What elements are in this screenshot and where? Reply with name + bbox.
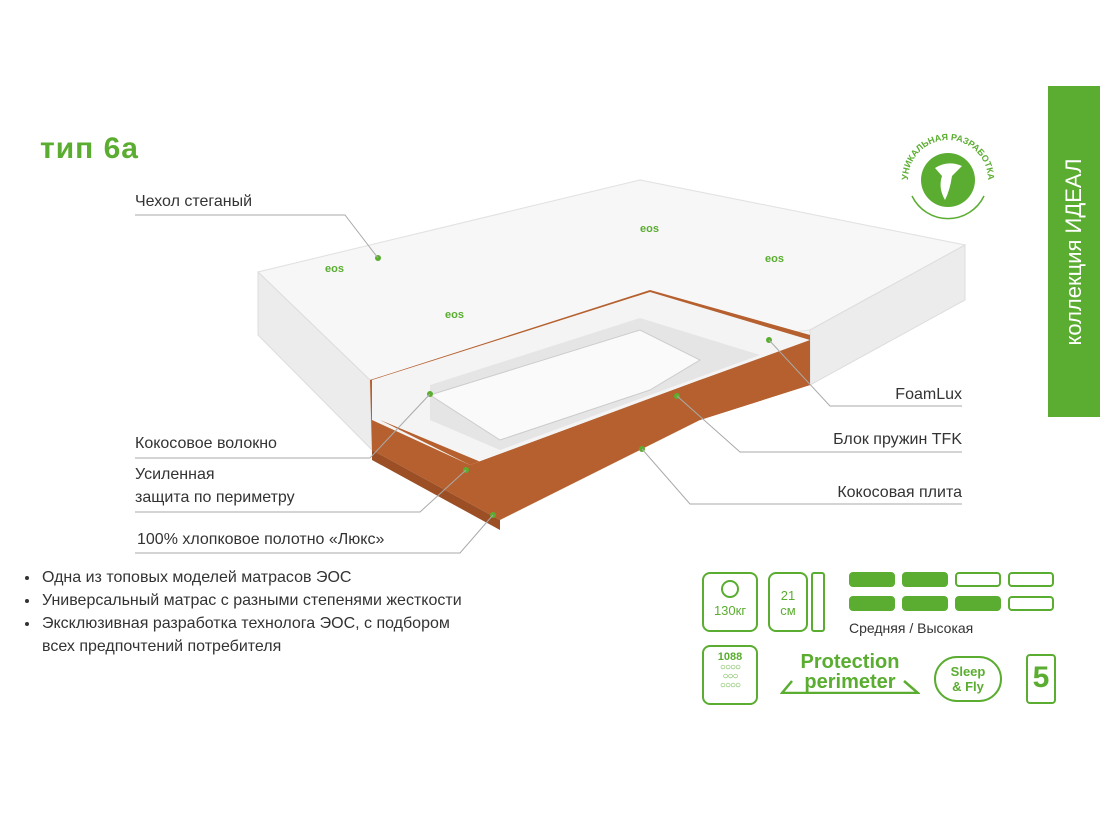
firmness-bar xyxy=(902,572,948,587)
svg-text:eos: eos xyxy=(445,309,464,321)
spring-count-spec: 1088 ○○○○○○○○○○○ xyxy=(702,645,758,705)
label-perimeter-2: защита по периметру xyxy=(135,489,295,506)
firmness-bar xyxy=(1008,596,1054,611)
unique-design-badge-icon: УНИКАЛЬНАЯ РАЗРАБОТКА xyxy=(900,132,996,220)
springs-icon: ○○○○○○○○○○○ xyxy=(719,662,741,691)
model-title: тип 6а xyxy=(40,132,139,165)
feature-list: Одна из топовых моделей матрасов ЭОС Уни… xyxy=(22,566,462,658)
firmness-bar xyxy=(955,596,1001,611)
ruler-icon xyxy=(811,572,825,632)
svg-text:eos: eos xyxy=(765,253,784,265)
warranty-badge: 5 xyxy=(1026,654,1056,704)
label-cotton: 100% хлопковое полотно «Люкс» xyxy=(137,531,385,548)
load-spec: 130кг xyxy=(702,572,758,632)
firmness-bar xyxy=(849,596,895,611)
firmness-bars xyxy=(849,572,1059,612)
sleep-fly-badge: Sleep& Fly xyxy=(934,656,1002,702)
label-springs: Блок пружин TFK xyxy=(833,431,962,448)
kettlebell-icon xyxy=(721,580,739,598)
list-item: Универсальный матрас с разными степенями… xyxy=(40,589,462,612)
firmness-bar xyxy=(902,596,948,611)
label-foam: FoamLux xyxy=(895,386,962,403)
firmness-bar xyxy=(1008,572,1054,587)
mattress-illustration: eos eos eos eos xyxy=(135,179,967,554)
label-coir-plate: Кокосовая плита xyxy=(837,484,962,501)
label-perimeter-1: Усиленная xyxy=(135,466,215,483)
firmness-bar xyxy=(849,572,895,587)
label-coir-fiber: Кокосовое волокно xyxy=(135,435,277,452)
list-item: всех предпочтений потребителя xyxy=(42,638,282,655)
list-item: Эксклюзивная разработка технолога ЭОС, с… xyxy=(40,612,462,635)
svg-text:eos: eos xyxy=(640,223,659,235)
collection-banner: коллекция ИДЕАЛ xyxy=(1048,86,1100,417)
label-cover: Чехол стеганый xyxy=(135,193,253,210)
list-item: Одна из топовых моделей матрасов ЭОС xyxy=(40,566,462,589)
svg-text:eos: eos xyxy=(325,263,344,275)
firmness-bar xyxy=(955,572,1001,587)
trapezoid-icon xyxy=(780,680,920,694)
firmness-label: Средняя / Высокая xyxy=(849,620,974,636)
